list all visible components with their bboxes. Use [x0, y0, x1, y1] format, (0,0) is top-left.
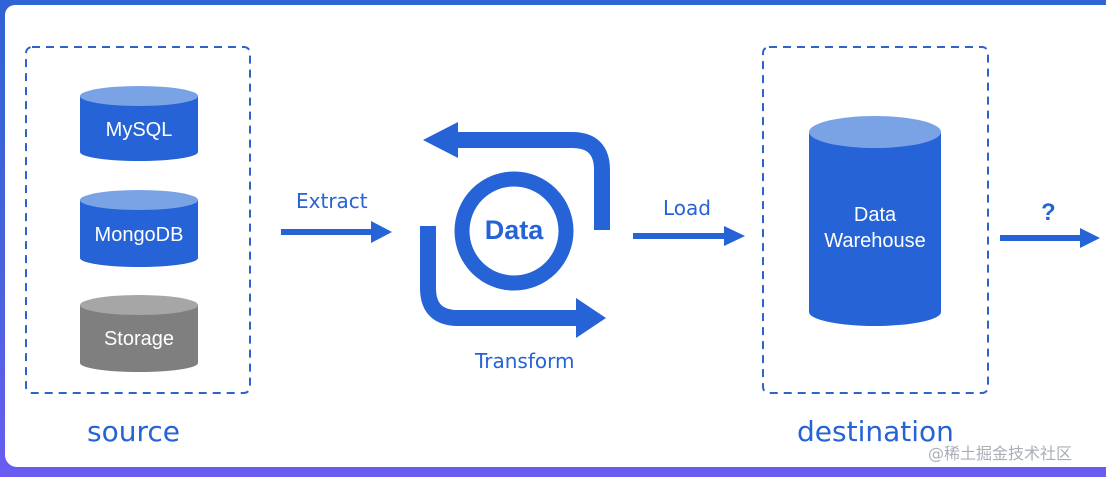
data-warehouse-cylinder-icon: [809, 116, 941, 326]
warehouse-label-line2: Warehouse: [824, 230, 926, 252]
extract-label: Extract: [296, 189, 368, 213]
extract-arrow-icon: [281, 221, 392, 243]
warehouse-label-line1: Data: [853, 204, 897, 226]
data-center-label: Data: [484, 215, 544, 245]
load-arrow-icon: [633, 226, 745, 246]
watermark-text: @稀土掘金技术社区: [928, 444, 1073, 463]
unknown-step-label: ?: [1041, 199, 1056, 226]
storage-cylinder-icon: [80, 295, 198, 372]
source-group-label: source: [87, 415, 180, 448]
data-ring: [454, 171, 574, 291]
mysql-cylinder-icon: [80, 86, 198, 161]
mongodb-cylinder-icon: [80, 190, 198, 267]
transform-label: Transform: [475, 349, 575, 373]
destination-group-label: destination: [797, 415, 954, 448]
storage-label: Storage: [103, 328, 175, 350]
mongodb-label: MongoDB: [94, 224, 184, 246]
load-label: Load: [663, 196, 711, 220]
source-group-box: [25, 46, 251, 394]
destination-group-box: [762, 46, 989, 394]
mysql-label: MySQL: [105, 119, 173, 141]
next-step-arrow-icon: [1000, 228, 1100, 248]
transform-cycle-icon: [420, 122, 610, 338]
